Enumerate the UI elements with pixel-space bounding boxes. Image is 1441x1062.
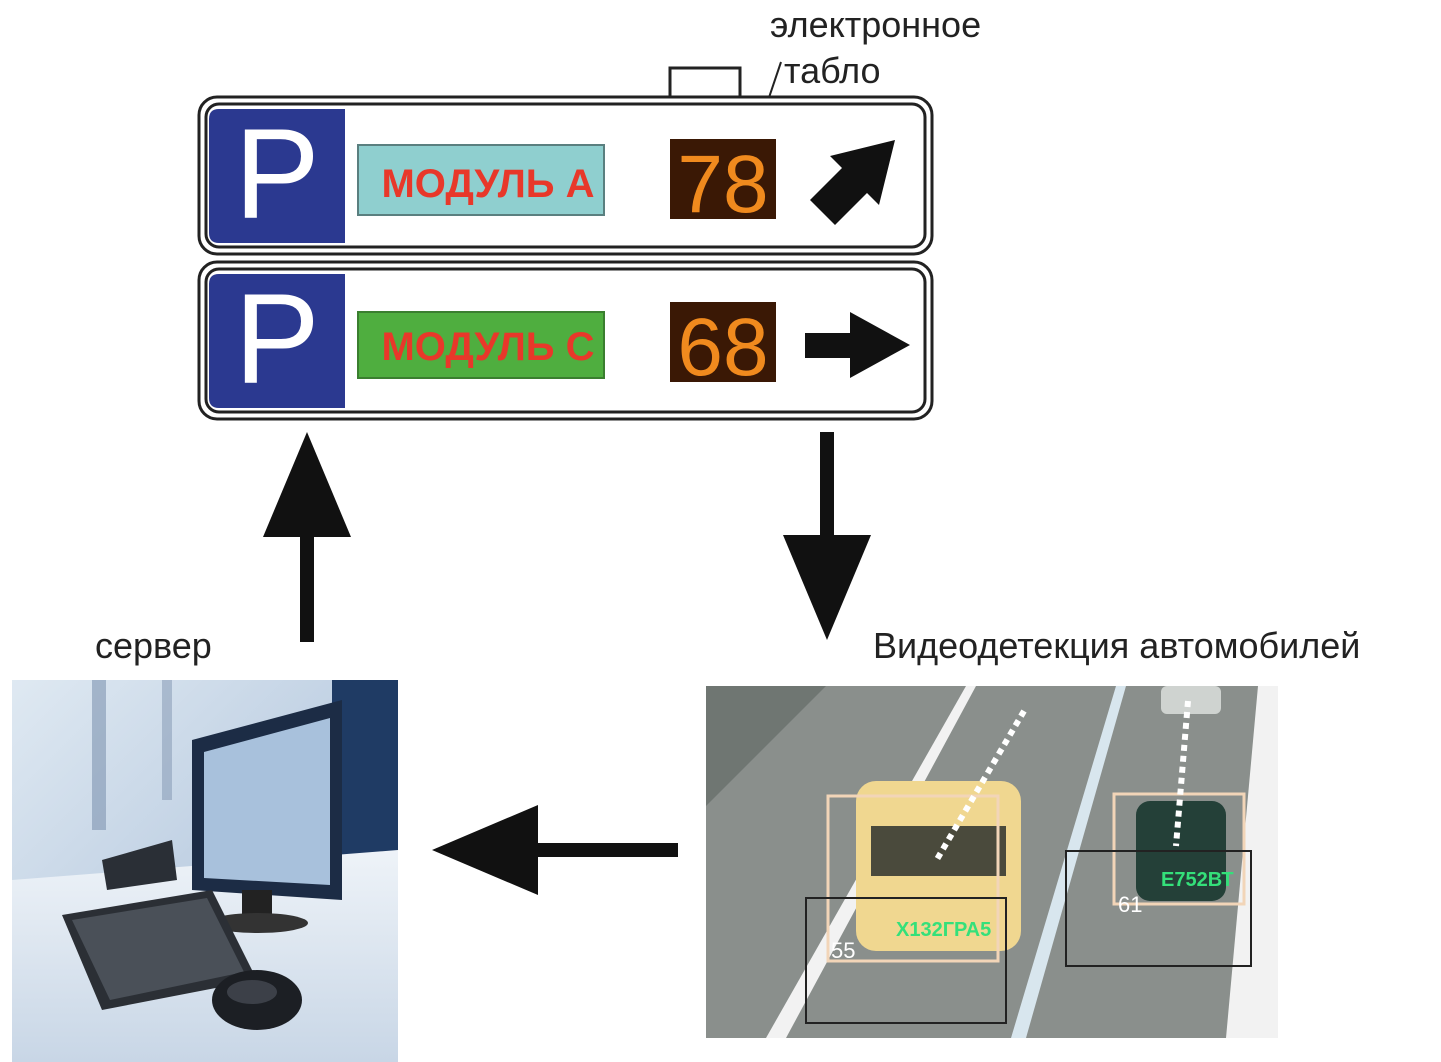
video-detection-image: 55 61 Х132ГРА5 Е752ВТ	[706, 686, 1278, 1038]
server-label: сервер	[95, 625, 212, 666]
parking-sign-module-a: P МОДУЛЬ А 78	[197, 95, 934, 256]
car-id-label: 55	[831, 938, 855, 963]
module-c-panel	[357, 311, 605, 379]
flow-arrow-left	[432, 805, 678, 895]
right-arrow-icon	[805, 312, 910, 378]
server-computer-image	[12, 680, 398, 1062]
car-id-label: 61	[1118, 892, 1142, 917]
flow-arrow-down	[783, 432, 871, 640]
parking-p-panel	[209, 109, 345, 243]
parking-p-letter: P	[234, 103, 319, 246]
video-detection-label: Видеодетекция автомобилей	[873, 625, 1361, 666]
callout-label-line1: электронное	[770, 4, 982, 45]
led-count-c: 68	[677, 302, 768, 393]
parking-p-letter: P	[234, 268, 319, 411]
led-display-c	[670, 302, 776, 382]
module-c-label: МОДУЛЬ С	[381, 325, 594, 369]
module-a-panel	[357, 144, 605, 216]
module-a-label: МОДУЛЬ А	[381, 162, 594, 206]
plate-label: Е752ВТ	[1161, 869, 1234, 891]
plate-label: Х132ГРА5	[896, 919, 991, 941]
callout-label-line2: табло	[784, 50, 881, 91]
led-display-a	[670, 139, 776, 219]
up-right-arrow-icon	[810, 140, 895, 225]
parking-p-panel	[209, 274, 345, 408]
led-count-a: 78	[677, 139, 768, 230]
flow-arrow-up	[263, 432, 351, 642]
sign-mount-bracket	[668, 66, 742, 102]
parking-sign-module-c: P МОДУЛЬ С 68	[197, 260, 934, 421]
